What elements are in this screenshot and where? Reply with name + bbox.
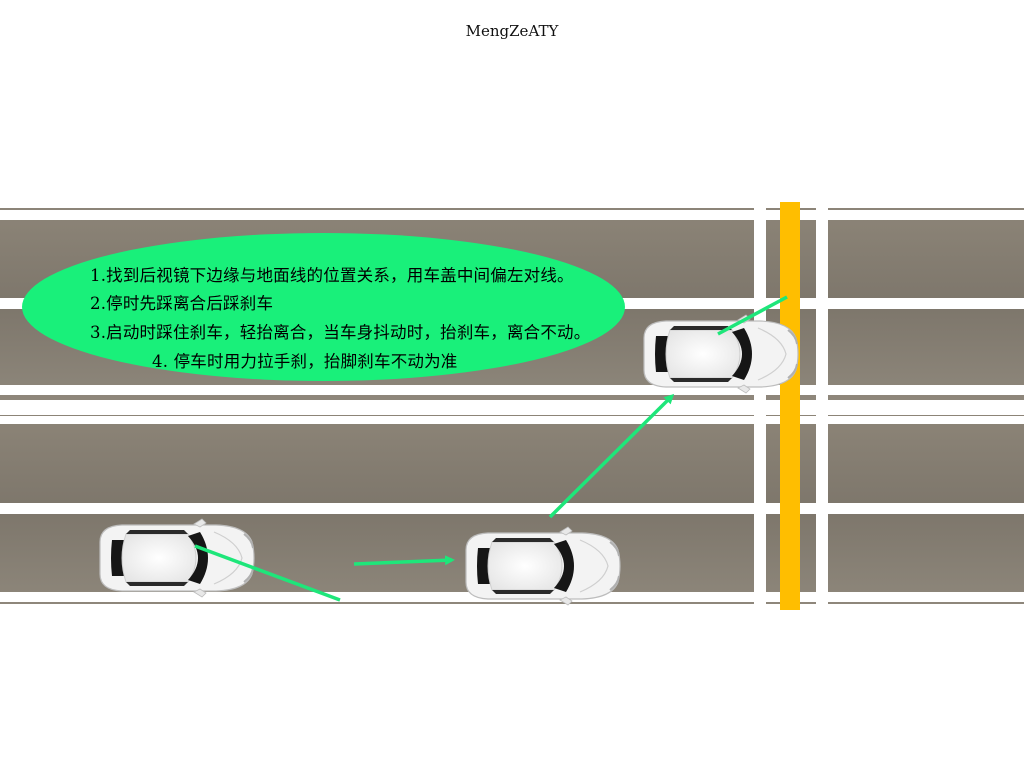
instruction-3: 3.启动时踩住刹车，轻抬离合，当车身抖动时，抬刹车，离合不动。 (90, 323, 591, 342)
crossing-lines (754, 202, 828, 610)
car-icon (465, 526, 621, 606)
stop-line (780, 202, 800, 610)
instruction-2: 2.停时先踩离合后踩刹车 (90, 294, 274, 313)
diagram-title: MengZeATY (465, 22, 559, 40)
instruction-1: 1.找到后视镜下边缘与地面线的位置关系，用车盖中间偏左对线。 (90, 266, 574, 285)
sight-line-icon (194, 544, 341, 602)
instruction-bubble (22, 233, 625, 381)
arrow-icon (353, 555, 455, 566)
sight-line-icon (717, 295, 788, 336)
arrow-icon (548, 393, 675, 519)
car-icon (643, 314, 799, 394)
instruction-4: 4. 停车时用力拉手刹，抬脚刹车不动为准 (152, 352, 458, 371)
